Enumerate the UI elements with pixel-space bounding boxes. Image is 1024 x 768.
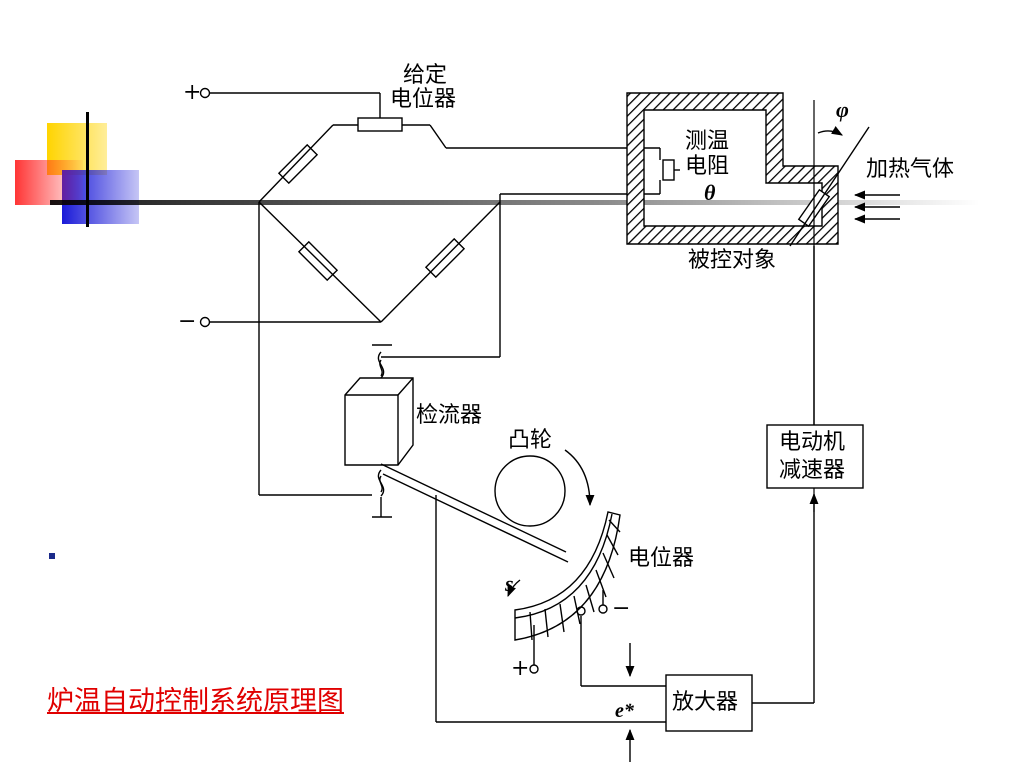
controlled-object-label: 被控对象 — [688, 248, 777, 273]
galvanometer-assembly — [344, 344, 569, 563]
amplifier-label: 放大器 — [672, 690, 739, 715]
temp-resistor-label-1: 测温 — [685, 129, 730, 154]
given-potentiometer-label-1: 给定 — [403, 63, 448, 88]
motor-reducer-box — [766, 424, 864, 489]
minus-left-label: − — [178, 309, 197, 334]
plus-top-label: + — [183, 80, 202, 105]
terminal-plus-top — [199, 87, 211, 99]
bridge-circuit — [199, 87, 661, 496]
furnace-wall — [626, 92, 839, 245]
temp-resistor-label-2: 电阻 — [685, 154, 730, 179]
potentiometer-label: 电位器 — [628, 546, 695, 571]
bridge-resistor-bottom-left — [297, 240, 339, 282]
decor-horizontal-line — [50, 200, 980, 205]
motor-label-1: 电动机 — [779, 430, 846, 455]
arc-potentiometer — [514, 511, 621, 641]
terminal-minus-left — [199, 316, 211, 328]
amplifier-box — [665, 674, 753, 732]
temperature-sensing-resistor — [662, 159, 675, 181]
cam-label: 凸轮 — [508, 428, 553, 453]
phi-label: φ — [836, 97, 849, 122]
motor-label-2: 减速器 — [779, 458, 846, 483]
furnace — [626, 92, 900, 512]
given-potentiometer-label-2: 电位器 — [390, 87, 457, 112]
cam-circle — [494, 455, 566, 527]
amplifier-loop — [435, 246, 864, 762]
bullet-marker — [49, 553, 55, 559]
bridge-resistor-top-left — [277, 143, 319, 185]
galvanometer-label: 检流器 — [416, 403, 483, 428]
plus-bottom-label: + — [511, 656, 530, 681]
diagram-caption: 炉温自动控制系统原理图 — [47, 686, 344, 717]
theta-label: θ — [704, 180, 716, 205]
decor-vertical-line — [86, 112, 89, 227]
e-star-label: e* — [615, 700, 634, 722]
heating-gas-label: 加热气体 — [866, 157, 955, 182]
cam-and-potentiometer — [494, 449, 621, 686]
galvanometer-box — [344, 377, 414, 466]
decor-red-square — [15, 160, 83, 205]
minus-right-label: − — [612, 596, 631, 621]
s-label: s — [505, 571, 514, 596]
given-potentiometer-resistor — [357, 117, 403, 132]
bridge-resistor-bottom-right — [424, 237, 466, 279]
